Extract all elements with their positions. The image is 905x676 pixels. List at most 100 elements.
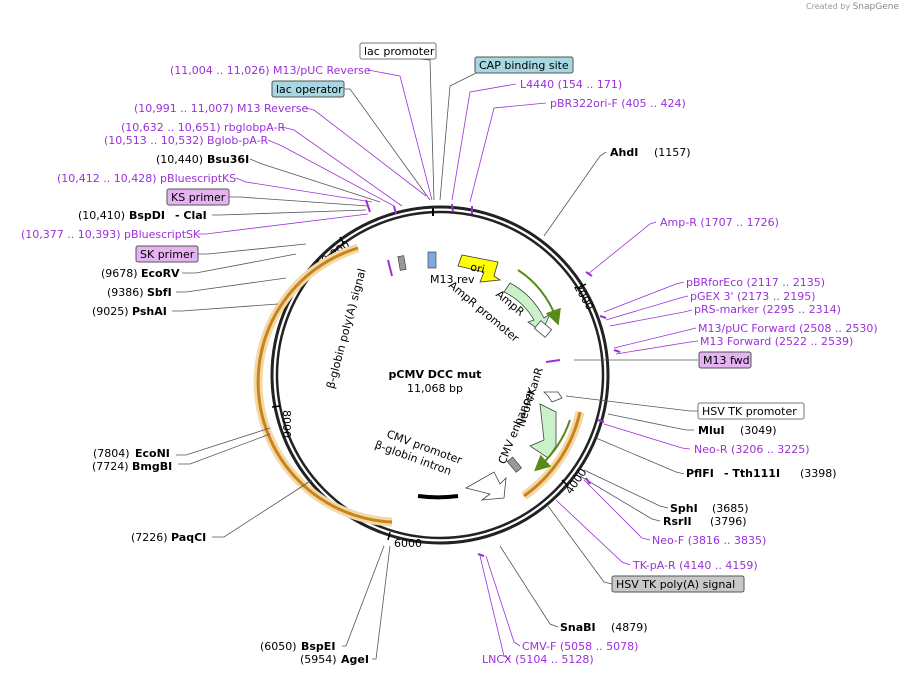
rsrii-label[interactable]: RsrII: [663, 515, 692, 528]
paqci-pos: (7226): [131, 531, 168, 544]
leader-pflfi: [595, 437, 685, 475]
pbrforeco-label[interactable]: pBRforEco (2117 .. 2135): [686, 276, 825, 289]
clai-label[interactable]: - ClaI: [175, 209, 207, 222]
pgex3-label[interactable]: pGEX 3' (2173 .. 2195): [690, 290, 816, 303]
hsv-tk-promoter-box[interactable]: [697, 402, 805, 420]
bmgbi-label[interactable]: BmgBI: [132, 460, 172, 473]
econi-label[interactable]: EcoNI: [135, 447, 170, 460]
leader-tkpar: [555, 499, 631, 566]
bglobin-polya-label: β-globin poly(A) signal: [324, 267, 369, 390]
primer-tick-l4440: [451, 203, 454, 213]
cmv-enhancer-label: CMV enhancer: [496, 387, 538, 466]
bsu36i-label[interactable]: Bsu36I: [207, 153, 249, 166]
bspei-label[interactable]: BspEI: [301, 640, 335, 653]
lac-operator-feature[interactable]: [427, 251, 437, 269]
bspdi-label[interactable]: BspDI: [129, 209, 165, 222]
credit-brand: SnapGene: [852, 2, 899, 12]
cmvf-label[interactable]: CMV-F (5058 .. 5078): [522, 640, 638, 653]
leader-sphi: [583, 469, 669, 509]
pbluescriptsk-label[interactable]: (10,377 .. 10,393) pBluescriptSK: [21, 228, 201, 241]
m13-fwd-box[interactable]: [698, 351, 752, 369]
pbr322-label[interactable]: pBR322ori-F (405 .. 424): [550, 97, 686, 110]
m13puc-rev-label[interactable]: (11,004 .. 11,026) M13/pUC Reverse: [170, 64, 371, 77]
hsv-tk-polya-box[interactable]: [611, 575, 745, 593]
ahdi-label[interactable]: AhdI: [610, 146, 638, 159]
leader-l4440: [451, 83, 517, 201]
leader-ahdi: [543, 151, 607, 237]
lncx-label[interactable]: LNCX (5104 .. 5128): [482, 653, 594, 666]
l4440-label[interactable]: L4440 (154 .. 171): [520, 78, 622, 91]
backbone-inner-ring: [275, 210, 605, 540]
leader-prsmarker: [609, 309, 693, 327]
right-labels: CAP binding site L4440 (154 .. 171) pBR3…: [474, 56, 878, 666]
lac-operator-label: lac operator: [276, 83, 343, 96]
agei-pos: (5954): [300, 653, 337, 666]
paqci-label[interactable]: PaqCI: [171, 531, 206, 544]
primer-tick-pbrforeco: [599, 315, 607, 319]
m13-feature[interactable]: [397, 255, 407, 271]
leader-bspei: [342, 545, 385, 647]
m13-forward-label[interactable]: M13 Forward (2522 .. 2539): [700, 335, 853, 348]
sphi-label[interactable]: SphI: [670, 502, 698, 515]
ori-arrow[interactable]: [457, 254, 502, 283]
econi-pos: (7804): [93, 447, 130, 460]
tkpar-label[interactable]: TK-pA-R (4140 .. 4159): [632, 559, 758, 572]
leader-rbglobpa: [281, 126, 403, 207]
leader-lines-right: [439, 71, 699, 660]
primer-tick-m13fwd: [613, 349, 621, 353]
ks-primer-label: KS primer: [171, 191, 226, 204]
leader-econi: [176, 427, 271, 456]
m13-rev-label: M13 rev: [430, 273, 475, 286]
bglobpa-label[interactable]: (10,513 .. 10,532) Bglob-pA-R: [104, 134, 269, 147]
agei-label[interactable]: AgeI: [341, 653, 369, 666]
sbfi-label[interactable]: SbfI: [147, 286, 172, 299]
leader-m13-forward: [615, 340, 699, 355]
leader-lncx: [479, 555, 511, 660]
ks-primer-box[interactable]: [166, 188, 230, 206]
cap-site-box[interactable]: [474, 56, 574, 74]
ecorv-pos: (9678): [101, 267, 138, 280]
leader-snabi: [499, 545, 559, 628]
leader-agei: [372, 545, 391, 660]
leader-lines-left: [172, 55, 435, 660]
m13puc-fwd-label[interactable]: M13/pUC Forward (2508 .. 2530): [698, 322, 878, 335]
ecorv-label[interactable]: EcoRV: [141, 267, 180, 280]
primer-mark-2: [545, 359, 561, 363]
ampr-primer-label[interactable]: Amp-R (1707 .. 1726): [660, 216, 779, 229]
sk-primer-label: SK primer: [140, 248, 195, 261]
lac-promoter-box[interactable]: [359, 42, 437, 60]
leader-sk-primer: [198, 243, 307, 255]
ampr-promoter-box[interactable]: [533, 320, 553, 338]
cmv-enhancer-block[interactable]: [506, 456, 522, 473]
snabi-label[interactable]: SnaBI: [560, 621, 596, 634]
leader-pshai: [172, 303, 279, 312]
neor-label[interactable]: Neo-R (3206 .. 3225): [694, 443, 810, 456]
pflfi-label[interactable]: PflFI: [686, 467, 714, 480]
neof-label[interactable]: Neo-F (3816 .. 3835): [652, 534, 766, 547]
m13-reverse-label[interactable]: (10,991 .. 11,007) M13 Reverse: [134, 102, 308, 115]
pbluescriptks-label[interactable]: (10,412 .. 10,428) pBluescriptKS: [57, 172, 236, 185]
neor-arrow[interactable]: [529, 403, 557, 459]
bsu36i-pos: (10,440): [156, 153, 203, 166]
mlui-label[interactable]: MluI: [698, 424, 725, 437]
tth111i-label[interactable]: - Tth111I: [724, 467, 780, 480]
lac-operator-box[interactable]: [271, 80, 345, 98]
prsmarker-label[interactable]: pRS-marker (2295 .. 2314): [694, 303, 841, 316]
hsv-tk-promoter-arrow[interactable]: [543, 391, 563, 403]
cmv-promoter-arrow[interactable]: [464, 471, 507, 501]
primer-tick-cmvf: [477, 553, 485, 557]
sk-primer-box[interactable]: [135, 245, 199, 263]
leader-m13puc-fwd: [613, 327, 697, 349]
pshai-label[interactable]: PshAI: [132, 305, 167, 318]
ori-label: ori: [469, 261, 486, 277]
bspei-pos: (6050): [260, 640, 297, 653]
leader-ecorv: [182, 253, 297, 274]
rbglobpa-label[interactable]: (10,632 .. 10,651) rbglobpA-R: [121, 121, 286, 134]
ahdi-pos: (1157): [654, 146, 691, 159]
leader-pbr322: [469, 102, 547, 203]
intron-bar[interactable]: [417, 494, 459, 500]
neor-green-line: [534, 419, 571, 472]
ruler-8000: 8000: [280, 410, 293, 438]
tick-2000: [577, 283, 587, 289]
